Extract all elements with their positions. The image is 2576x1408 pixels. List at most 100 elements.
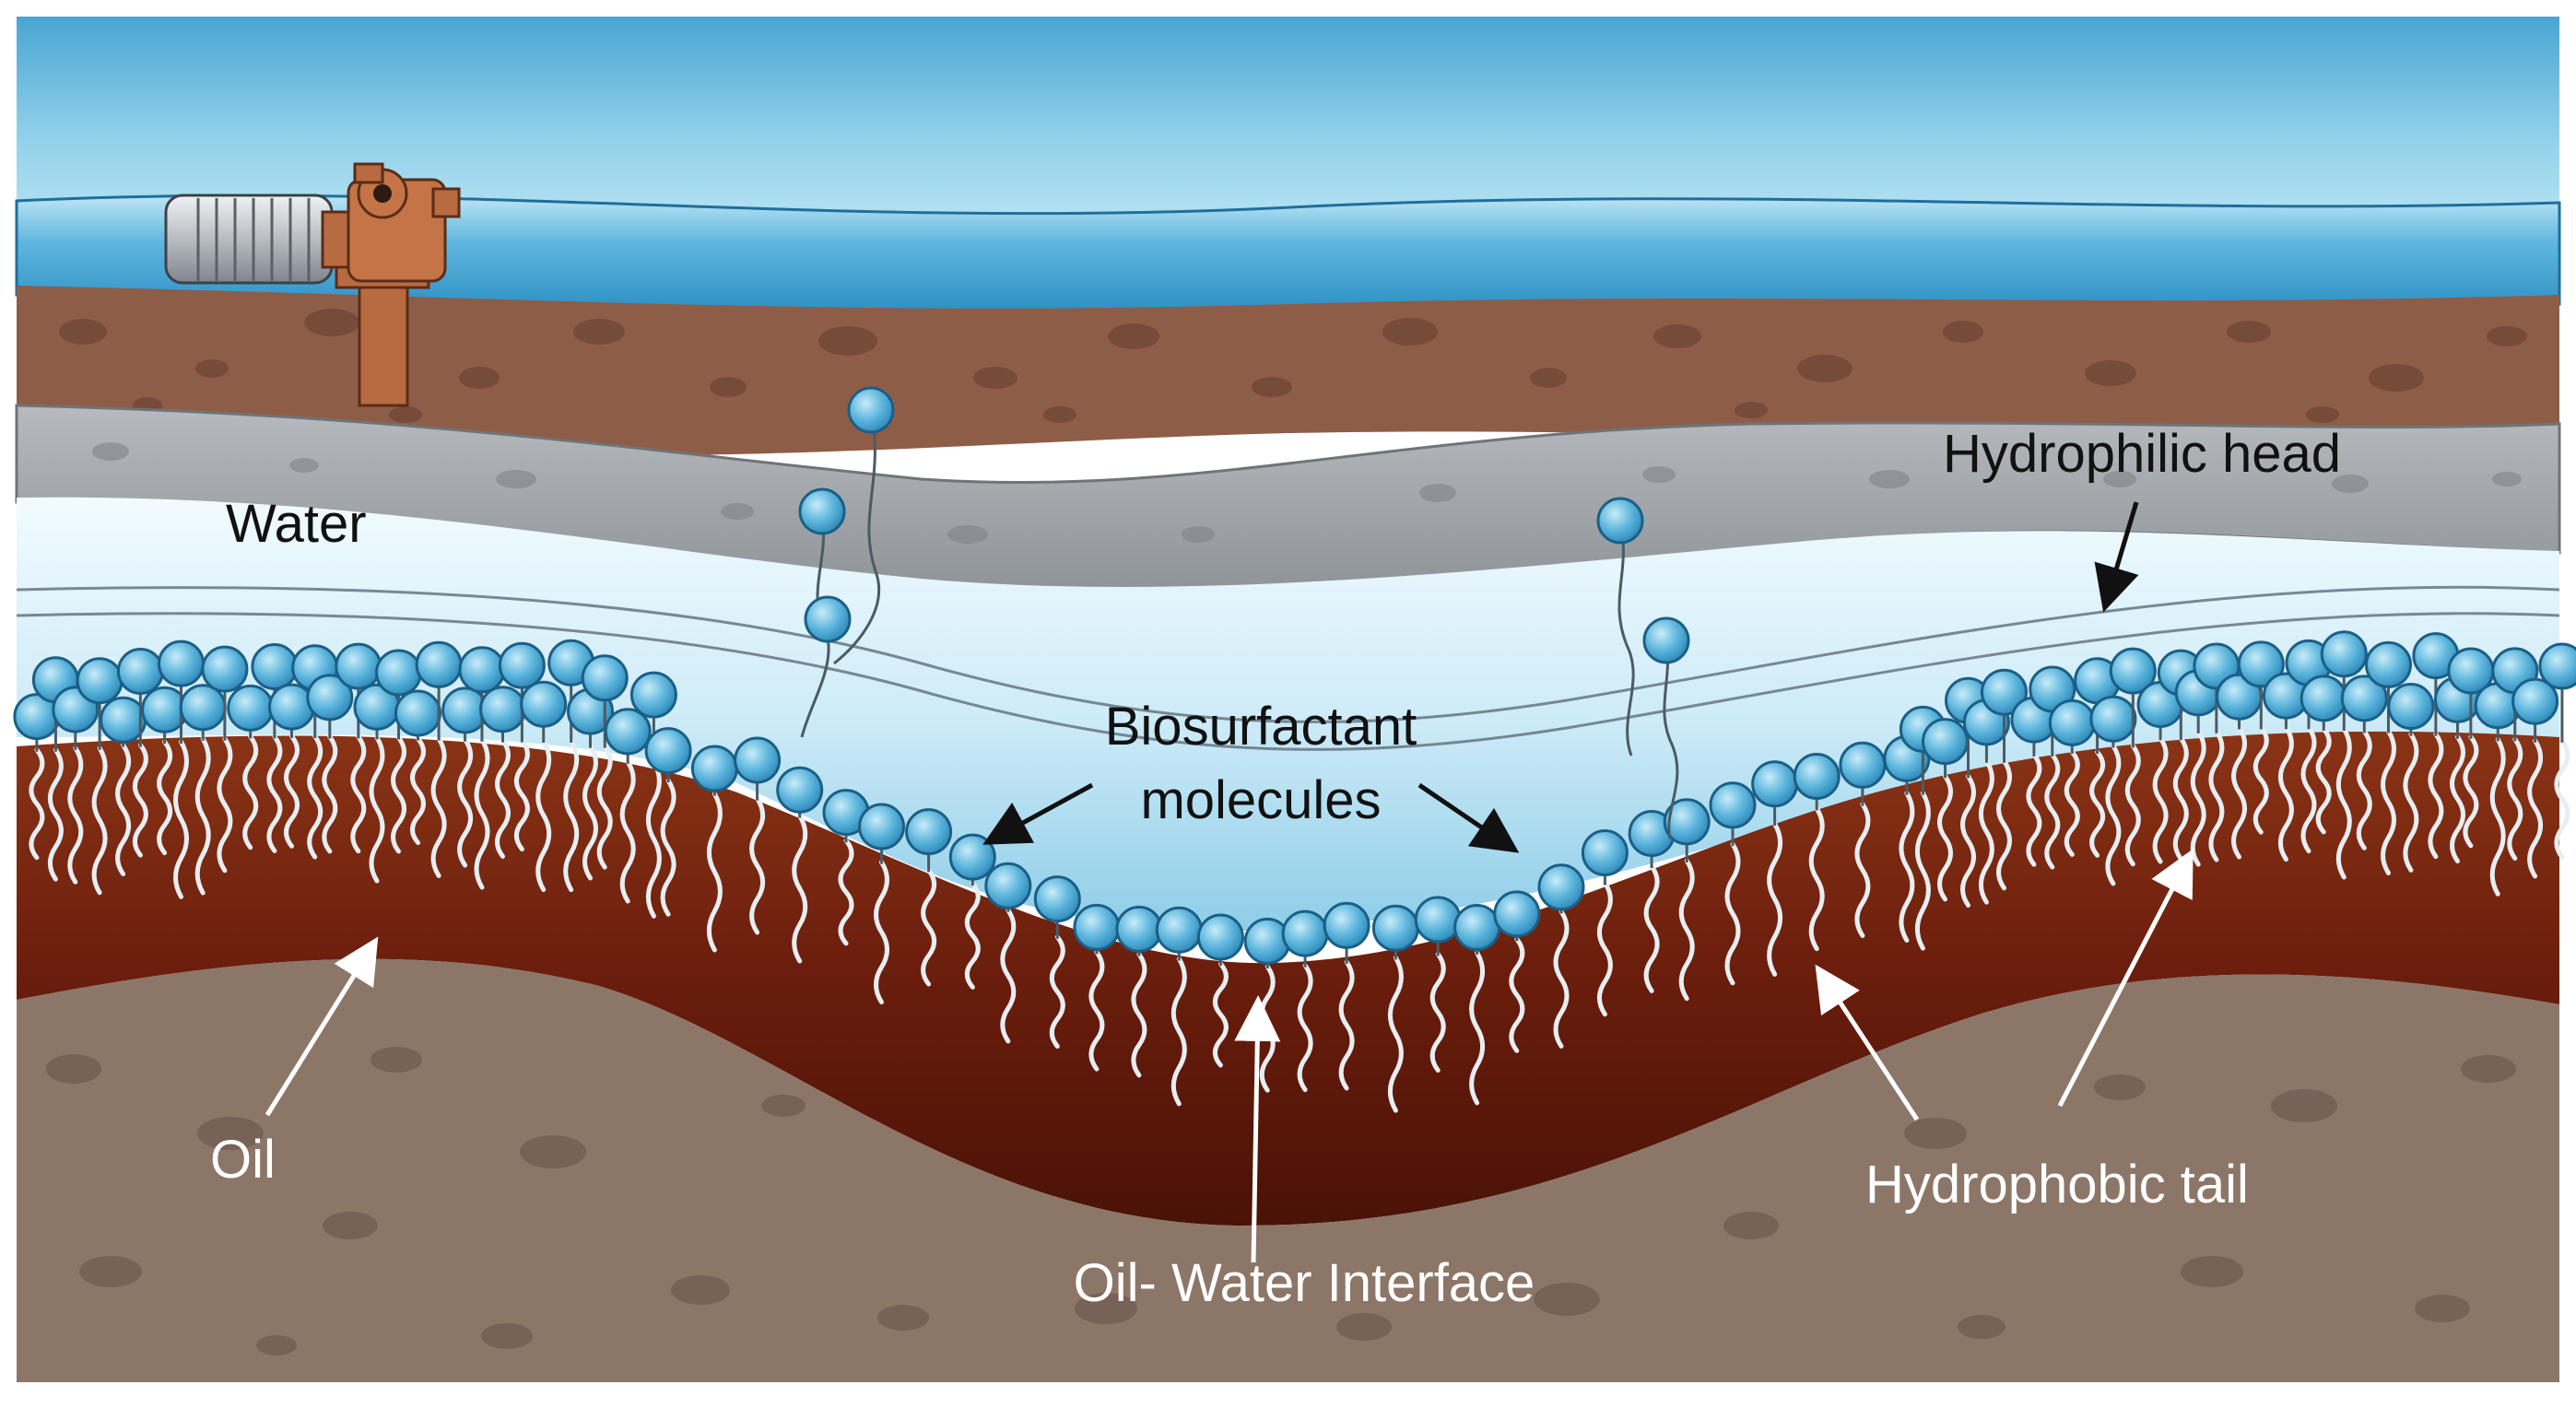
hydrophobic-tail <box>2463 734 2479 849</box>
hydrophobic-tail <box>430 736 447 878</box>
hydrophilic-head <box>604 708 652 756</box>
hydrophilic-head <box>375 649 422 697</box>
hydrophilic-head <box>1663 798 1711 846</box>
hydrophobic-tail <box>2044 752 2061 870</box>
hydrophobic-tail <box>2231 724 2247 860</box>
hydrophobic-tail <box>2315 726 2332 835</box>
hydrophobic-tail <box>29 747 45 861</box>
hydrophobic-tail <box>369 735 385 884</box>
hydrophilic-head <box>520 680 568 728</box>
hydrophobic-tail <box>1553 909 1570 1049</box>
hydrophilic-head <box>1493 890 1541 938</box>
hydrophilic-head <box>415 640 463 688</box>
hydrophilic-head <box>1709 781 1757 829</box>
hydrophilic-head <box>116 648 164 695</box>
hydrophobic-tail <box>2064 749 2080 857</box>
hydrophobic-tail <box>67 745 84 885</box>
hydrophobic-tail <box>2089 749 2106 858</box>
biosurfactant-arrow-left <box>982 782 1094 845</box>
hydrophobic-tail <box>47 747 64 882</box>
hydrophobic-tail <box>582 744 598 881</box>
hydrophobic-tail <box>1387 955 1404 1113</box>
hydrophobic-tail <box>1724 841 1741 986</box>
hydrophilic-head <box>1922 718 1969 766</box>
hydrophobic-tail <box>1170 956 1187 1107</box>
hydrophilic-head <box>498 641 546 689</box>
hydrophobic-tail <box>1088 949 1105 1072</box>
hydrophilic-head <box>227 684 275 732</box>
hydrophilic-head <box>581 654 629 702</box>
hydrophobic-tail <box>266 734 283 853</box>
hydrophilic-head <box>1281 909 1329 957</box>
hydrophobic-tail-arrow-left <box>1815 964 1920 1121</box>
hydrophobic-tail <box>1914 791 1931 951</box>
hydrophilic-head <box>100 696 147 744</box>
hydrophilic-head <box>179 684 227 732</box>
hydrophobic-tail <box>792 814 808 964</box>
hydrophobic-tail <box>921 867 937 987</box>
hydrophobic-tail <box>1212 961 1229 1068</box>
hydrophobic-tail <box>1509 936 1525 1053</box>
hydrophilic-head <box>76 657 124 705</box>
hydrophilic-head <box>1323 901 1370 949</box>
hydrophobic-tail <box>1937 773 1953 902</box>
hydrophilic-head <box>335 642 382 690</box>
hydrophilic-head <box>1793 753 1841 800</box>
hydrophilic-head <box>1581 829 1629 876</box>
hydrophilic-head <box>690 745 738 792</box>
hydrophobic-tail <box>495 738 511 859</box>
hydrophilic-head <box>905 808 953 856</box>
hydrophilic-head <box>2340 675 2388 722</box>
hydrophobic-tail <box>706 792 723 953</box>
hydrophobic-tail <box>838 838 854 946</box>
hydrophobic-tail <box>2335 726 2352 880</box>
hydrophilic-head <box>479 686 526 733</box>
hydrophobic-tail <box>2428 732 2444 860</box>
hydrophobic-tail <box>2190 729 2206 867</box>
hydrophilic-head <box>1371 904 1419 952</box>
hydrophobic-tail <box>1429 951 1446 1073</box>
hydrophobic-tail <box>2300 724 2317 854</box>
hydrophilic-head <box>1537 863 1585 911</box>
hydrophobic-tail <box>307 733 323 860</box>
hydrophobic-tail <box>194 736 211 896</box>
hydrophobic-tail <box>2124 744 2141 867</box>
hydrophilic-head <box>1839 741 1887 789</box>
hydrophobic-tail <box>1996 758 2012 891</box>
hydrophobic-tail <box>2381 729 2396 875</box>
interface-arrow <box>1234 995 1281 1263</box>
hydrophobic-tail <box>563 738 580 893</box>
hydrophilic-head <box>984 862 1032 909</box>
hydrophobic-tail <box>2450 734 2465 863</box>
hydrophilic-head <box>2109 647 2157 695</box>
hydrophobic-tail <box>1596 880 1613 1017</box>
hydrophobic-tail <box>157 739 173 856</box>
hydrophilic-head <box>1981 668 2028 716</box>
hydrophobic-tail <box>596 744 613 870</box>
hydrophobic-tail <box>474 737 490 890</box>
hydrophobic-tail <box>619 759 636 904</box>
clay-pebbles <box>92 442 2522 544</box>
hydrophobic-tail <box>2554 738 2570 860</box>
water-pump-icon <box>164 162 461 407</box>
biosurfactant-label-line2: molecules <box>1140 770 1381 830</box>
hydrophilic-head <box>2365 640 2412 688</box>
hydrophilic-head-label: Hydrophilic head <box>1943 424 2341 484</box>
oil-water-interface-label: Oil- Water Interface <box>1074 1253 1535 1313</box>
hydrophobic-tail <box>1643 863 1660 993</box>
hydrophobic-tail-arrow-right <box>2057 849 2194 1108</box>
hydrophilic-head <box>394 689 441 737</box>
oil-label: Oil <box>210 1130 276 1190</box>
hydrophobic-tail <box>1808 806 1825 952</box>
hydrophobic-tail <box>457 737 474 868</box>
hydrophilic-head <box>1073 903 1121 951</box>
hydrophilic-head <box>2511 677 2559 725</box>
hydrophobic-tail <box>1854 802 1871 938</box>
hydrophobic-tail <box>391 735 406 854</box>
groundwater-streamlines <box>16 585 2560 751</box>
hydrophobic-tail <box>1678 858 1695 1002</box>
biosurfactant-label-line1: Biosurfactant <box>1105 697 1417 757</box>
hydrophobic-tail <box>964 881 981 990</box>
label-arrows <box>265 501 2194 1263</box>
